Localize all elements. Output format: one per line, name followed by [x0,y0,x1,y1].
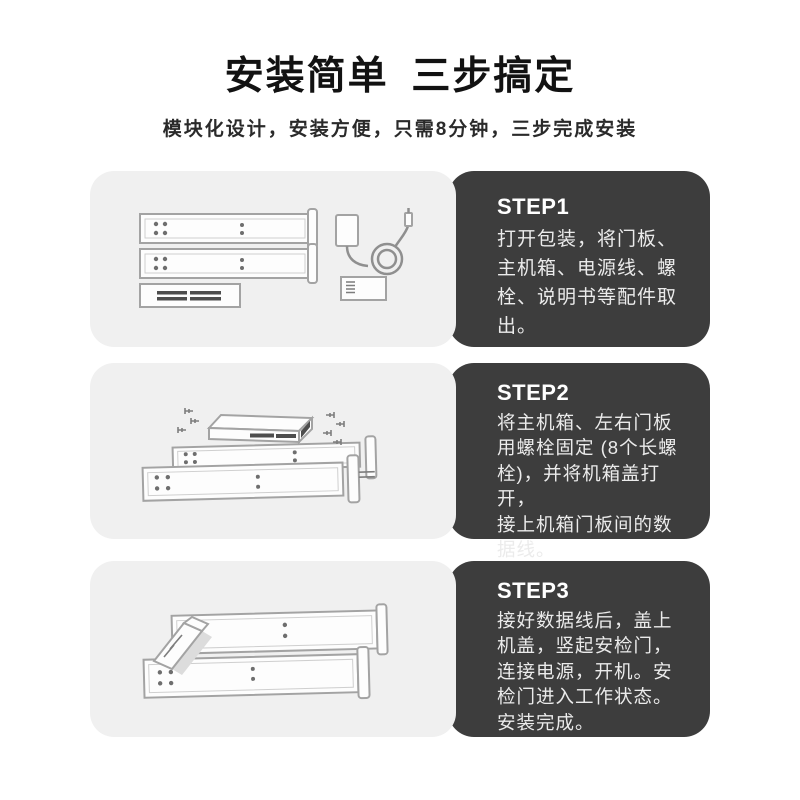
unpacking-illustration [139,207,413,308]
header: 安装简单 三步搞定 模块化设计，安装方便，只需8分钟，三步完成安装 [0,0,800,141]
step3-text: 接好数据线后，盖上 机盖，竖起安检门， 连接电源，开机。安 检门进入工作状态。 … [497,609,673,733]
step2-label: STEP2 [497,379,570,405]
finished-installation-illustration [142,603,389,699]
manual-booklet-icon [340,275,387,301]
step1-label: STEP1 [497,193,570,219]
leaning-main-unit-box [152,615,212,675]
screws-left [177,407,199,433]
step-card-1: STEP1 打开包装，将门板、 主机箱、电源线、螺 栓、说明书等配件取 出。 [90,170,710,347]
page-subtitle: 模块化设计，安装方便，只需8分钟，三步完成安装 [162,118,638,140]
step1-illustration-panel [90,170,456,347]
step1-description-panel: STEP1 打开包装，将门板、 主机箱、电源线、螺 栓、说明书等配件取 出。 [448,170,710,347]
screws-right [323,411,345,445]
step2-text: 将主机箱、左右门板 用螺栓固定 (8个长螺 栓)，并将机箱盖打开， 接上机箱门板… [497,411,678,561]
step2-description-panel: STEP2 将主机箱、左右门板 用螺栓固定 (8个长螺 栓)，并将机箱盖打开， … [448,362,710,560]
main-unit-box [139,282,241,308]
step1-text: 打开包装，将门板、 主机箱、电源线、螺 栓、说明书等配件取 出。 [497,228,678,337]
door-panel-bottom [139,242,318,284]
step3-description-panel: STEP3 接好数据线后，盖上 机盖，竖起安检门， 连接电源，开机。安 检门进入… [448,560,710,737]
step-card-2: STEP2 将主机箱、左右门板 用螺栓固定 (8个长螺 栓)，并将机箱盖打开， … [90,362,710,560]
page-title: 安装简单 三步搞定 [224,55,576,98]
steps-list: STEP1 打开包装，将门板、 主机箱、电源线、螺 栓、说明书等配件取 出。 [90,170,710,737]
step-card-3: STEP3 接好数据线后，盖上 机盖，竖起安检门， 连接电源，开机。安 检门进入… [90,560,710,737]
assembly-illustration [141,407,378,504]
door-panel-top [139,207,318,249]
step3-illustration-panel [90,560,456,737]
door-panel-lower [141,454,375,504]
step3-label: STEP3 [497,577,570,603]
main-unit-3d-box [206,413,315,445]
door-panel-lower [142,645,371,699]
door-panel-upper [170,603,389,656]
step2-illustration-panel [90,362,456,539]
power-adapter-icon [335,207,413,276]
